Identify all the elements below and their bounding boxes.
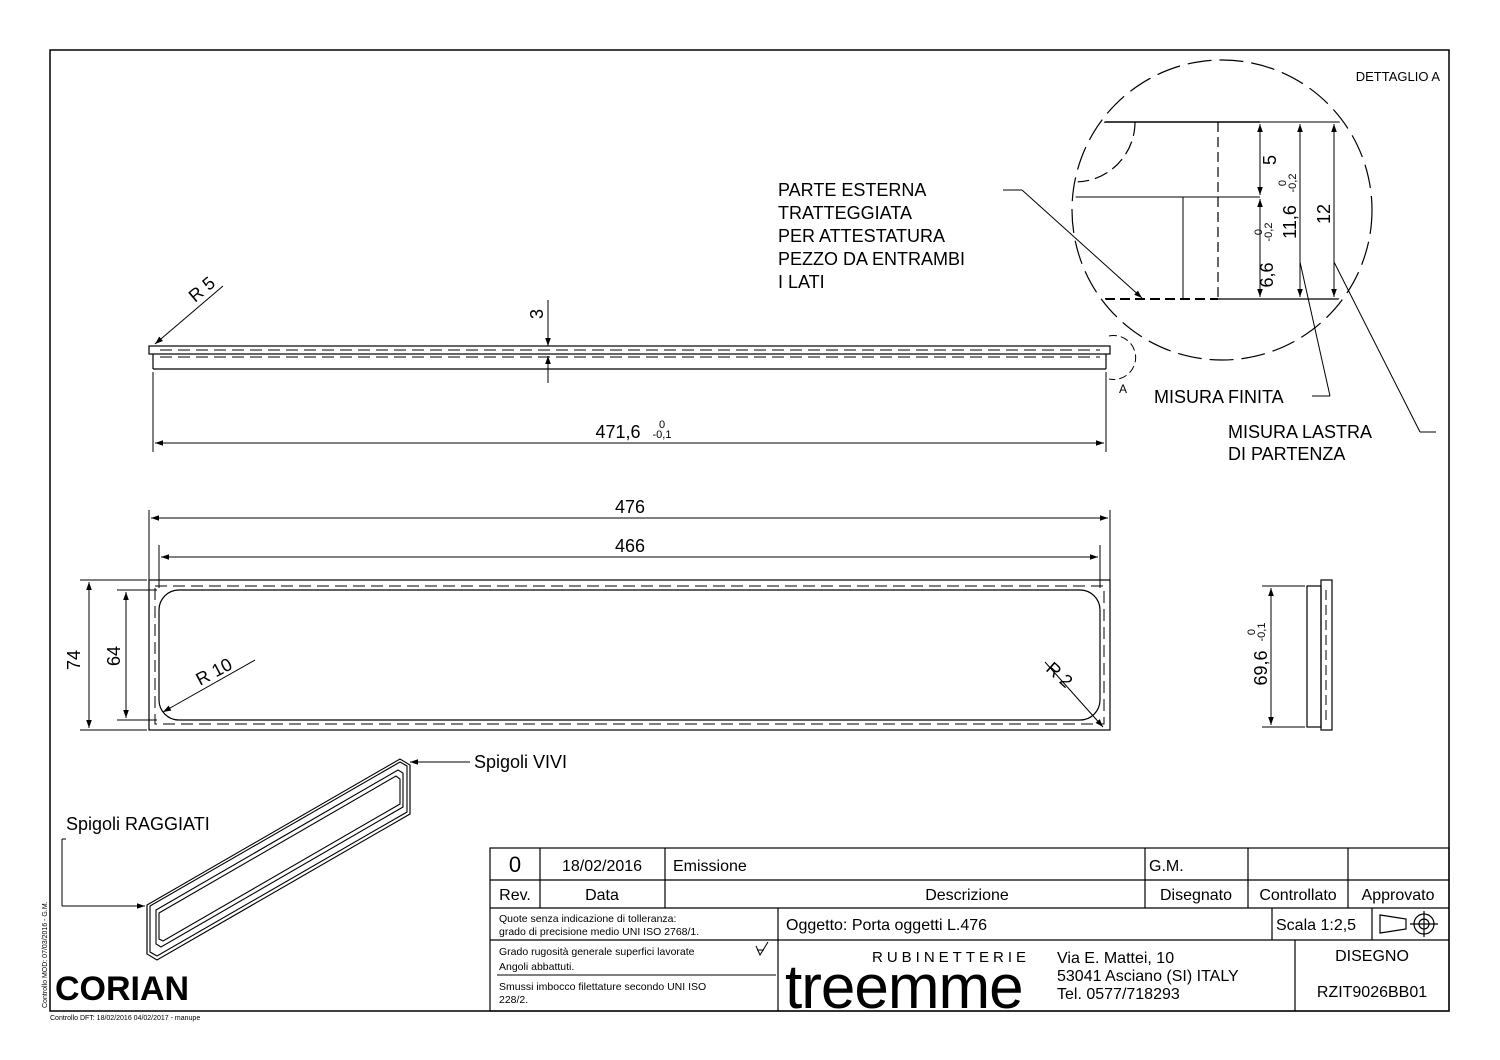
detail-title: DETTAGLIO A: [1356, 69, 1441, 84]
company-logo: treemme: [785, 953, 1023, 1022]
margin-note-bottom: Controllo DFT: 18/02/2016 04/02/2017 - m…: [50, 1015, 200, 1022]
rev-value: 0: [509, 852, 521, 877]
company-name: RUBINETTERIE: [872, 949, 1030, 966]
tolerance-note-1: Quote senza indicazione di tolleranza:: [499, 913, 676, 925]
end-view: [1306, 579, 1333, 731]
detail-tol-11-6-upper: 0: [1277, 180, 1289, 186]
detail-dim-12: 12: [1314, 204, 1334, 224]
drawing-number: RZIT9026BB01: [1317, 984, 1427, 1001]
checked-header: Controllato: [1259, 887, 1336, 904]
radius-10-label: R 10: [192, 654, 235, 690]
label-spigoli-vivi: Spigoli VIVI: [474, 752, 567, 772]
detail-circle: [1071, 59, 1373, 361]
note-text: PARTE ESTERNA TRATTEGGIATA PER ATTESTATU…: [778, 180, 965, 292]
side-view: [148, 335, 1137, 380]
svg-text:PER ATTESTATURA: PER ATTESTATURA: [778, 226, 945, 246]
dim-74: 74: [64, 650, 84, 670]
dim-471-6: 471,6: [595, 422, 640, 442]
desc-header: Descrizione: [925, 887, 1009, 904]
detail-dim-6-6: 6,6: [1257, 262, 1277, 287]
drawn-value: G.M.: [1149, 858, 1184, 875]
isometric-view: [146, 758, 411, 961]
drawing-label: DISEGNO: [1335, 948, 1409, 965]
title-block: [489, 847, 1450, 1012]
rev-header: Rev.: [499, 887, 531, 904]
detail-marker-a: A: [1119, 382, 1127, 396]
address-2: 53041 Asciano (SI) ITALY: [1057, 968, 1239, 985]
label-misura-lastra-2: DI PARTENZA: [1228, 444, 1345, 464]
date-header: Data: [585, 887, 619, 904]
detail-tol-11-6-lower: -0,2: [1287, 174, 1299, 193]
roughness-note-2: Angoli abbattuti.: [499, 961, 574, 973]
radius-2-label: R 2: [1042, 658, 1076, 692]
margin-note-vertical: Controllo MOD: 07/03/2016 - G.M.: [42, 901, 49, 1008]
dim-69-6-tol-lower: -0,1: [1256, 623, 1268, 642]
dim-64: 64: [104, 646, 124, 666]
dim-471-6-tol-upper: 0: [659, 419, 665, 431]
dim-471-6-tol-lower: -0,1: [653, 429, 672, 441]
chamfer-note-2: 228/2.: [499, 994, 528, 1006]
projection-symbol-icon: [1379, 911, 1438, 937]
radius-5-label: R 5: [185, 273, 219, 306]
dim-466: 466: [615, 536, 645, 556]
address-3: Tel. 0577/718293: [1057, 986, 1180, 1003]
detail-tol-6-6-lower: -0,2: [1263, 223, 1275, 242]
detail-dim-11-6: 11,6: [1280, 205, 1300, 239]
front-view: [148, 579, 1111, 731]
drawing-frame: [49, 49, 1450, 1012]
detail-tol-6-6-upper: 0: [1253, 229, 1265, 235]
roughness-symbol-icon: [755, 941, 769, 957]
dim-476: 476: [615, 497, 645, 517]
desc-value: Emissione: [673, 858, 747, 875]
date-value: 18/02/2016: [562, 858, 642, 875]
detail-dim-5: 5: [1260, 155, 1280, 165]
svg-text:PEZZO DA ENTRAMBI: PEZZO DA ENTRAMBI: [778, 249, 965, 269]
tolerance-note-2: grado di precisione medio UNI ISO 2768/1…: [499, 926, 699, 938]
dim-69-6-tol-upper: 0: [1246, 629, 1258, 635]
svg-text:I LATI: I LATI: [778, 272, 825, 292]
address-1: Via E. Mattei, 10: [1057, 950, 1174, 967]
svg-text:PARTE ESTERNA: PARTE ESTERNA: [778, 180, 926, 200]
scale: Scala 1:2,5: [1276, 917, 1356, 934]
label-misura-lastra-1: MISURA LASTRA: [1228, 422, 1372, 442]
drawn-header: Disegnato: [1160, 887, 1232, 904]
dim-3: 3: [527, 309, 547, 319]
detail-geometry: [1075, 121, 1340, 300]
dim-69-6: 69,6: [1251, 650, 1271, 685]
approved-header: Approvato: [1362, 887, 1435, 904]
chamfer-note-1: Smussi imbocco filettature secondo UNI I…: [499, 981, 706, 993]
material-label: CORIAN: [55, 970, 189, 1008]
label-spigoli-raggiati: Spigoli RAGGIATI: [66, 814, 210, 834]
label-misura-finita: MISURA FINITA: [1154, 387, 1284, 407]
svg-text:TRATTEGGIATA: TRATTEGGIATA: [778, 203, 912, 223]
subject: Oggetto: Porta oggetti L.476: [786, 917, 987, 934]
roughness-note-1: Grado rugosità generale superfici lavora…: [499, 946, 695, 958]
